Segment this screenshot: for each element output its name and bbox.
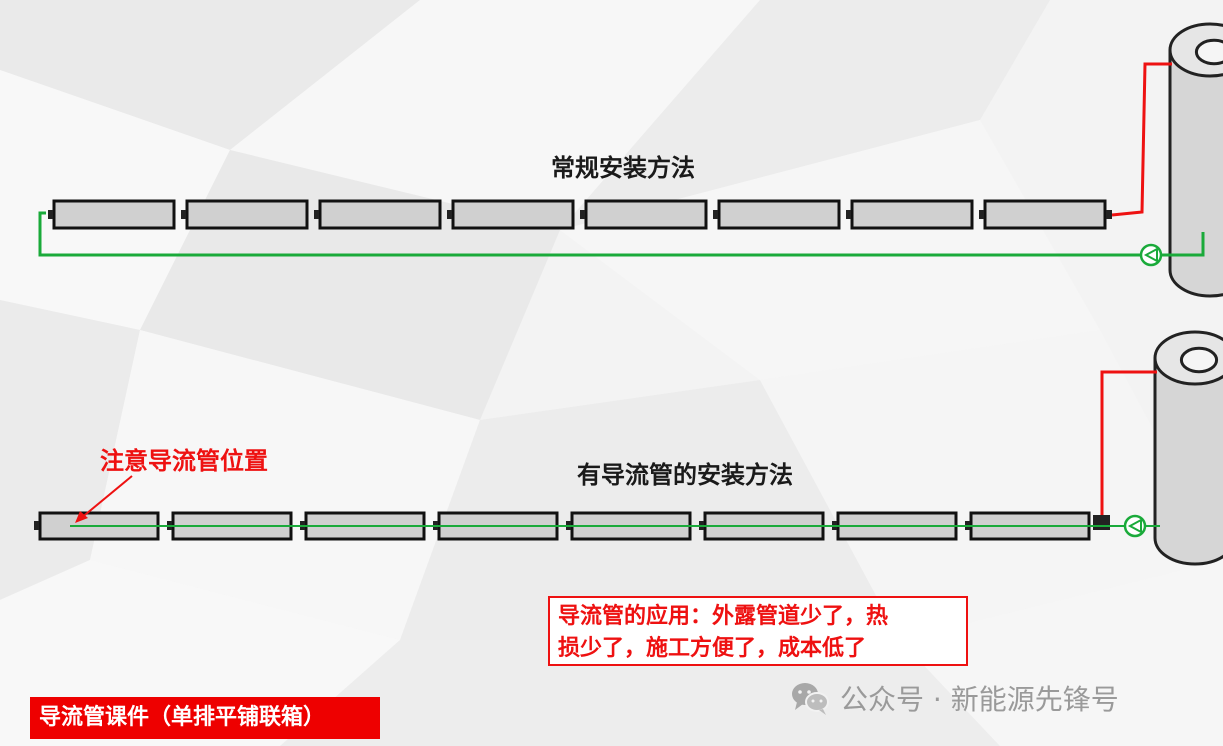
collector-connector-top-3 xyxy=(314,210,319,219)
collector-connector-top-4 xyxy=(447,210,452,219)
hot-pipe-bottom xyxy=(1100,370,1157,520)
collector-top-7 xyxy=(850,199,974,230)
water-tank-bottom-opening xyxy=(1179,346,1219,374)
collector-connector-top-1 xyxy=(48,210,53,219)
water-tank-top-opening xyxy=(1194,38,1223,66)
course-title-badge: 导流管课件（单排平铺联箱） xyxy=(30,697,380,739)
collector-connector-top-8 xyxy=(979,210,984,219)
note-arrow-line xyxy=(79,475,133,520)
collector-connector-top-2 xyxy=(181,210,186,219)
collector-connector-top-7 xyxy=(846,210,851,219)
diversion-pipe-installation-title: 有导流管的安装方法 xyxy=(577,461,793,489)
return-pipe-top xyxy=(38,211,1205,257)
diversion-pipe-position-note: 注意导流管位置 xyxy=(100,447,268,475)
collector-top-5 xyxy=(584,199,708,230)
collector-top-1 xyxy=(52,199,176,230)
collector-top-2 xyxy=(185,199,309,230)
conventional-installation-title: 常规安装方法 xyxy=(551,154,695,182)
collector-top-6 xyxy=(717,199,841,230)
collector-outlet-bottom xyxy=(1093,515,1110,530)
watermark: 公众号 · 新能源先锋号 xyxy=(790,676,1119,720)
circulation-pump-top-arrow xyxy=(1143,247,1158,263)
water-tank-bottom-body xyxy=(1153,358,1223,566)
collector-top-8 xyxy=(983,199,1107,230)
collector-outlet-top xyxy=(1106,210,1112,219)
hot-pipe-top xyxy=(1111,62,1172,217)
application-note-line-2: 损少了，施工方便了，成本低了 xyxy=(558,636,867,661)
collector-connector-top-6 xyxy=(713,210,718,219)
wechat-icon xyxy=(792,683,829,715)
water-tank-top-body xyxy=(1168,50,1223,298)
collector-top-3 xyxy=(318,199,442,230)
note-arrow-head xyxy=(75,511,88,523)
application-note-line-1: 导流管的应用：外露管道少了，热 xyxy=(558,604,889,629)
collector-connector-top-5 xyxy=(580,210,585,219)
collector-top-4 xyxy=(451,199,575,230)
circulation-pump-bottom-arrow xyxy=(1127,518,1142,534)
collector-connector-bottom-1 xyxy=(34,521,39,530)
watermark-text: 公众号 · 新能源先锋号 xyxy=(840,683,1119,716)
application-note-box: 导流管的应用：外露管道少了，热 损少了，施工方便了，成本低了 xyxy=(548,596,968,666)
